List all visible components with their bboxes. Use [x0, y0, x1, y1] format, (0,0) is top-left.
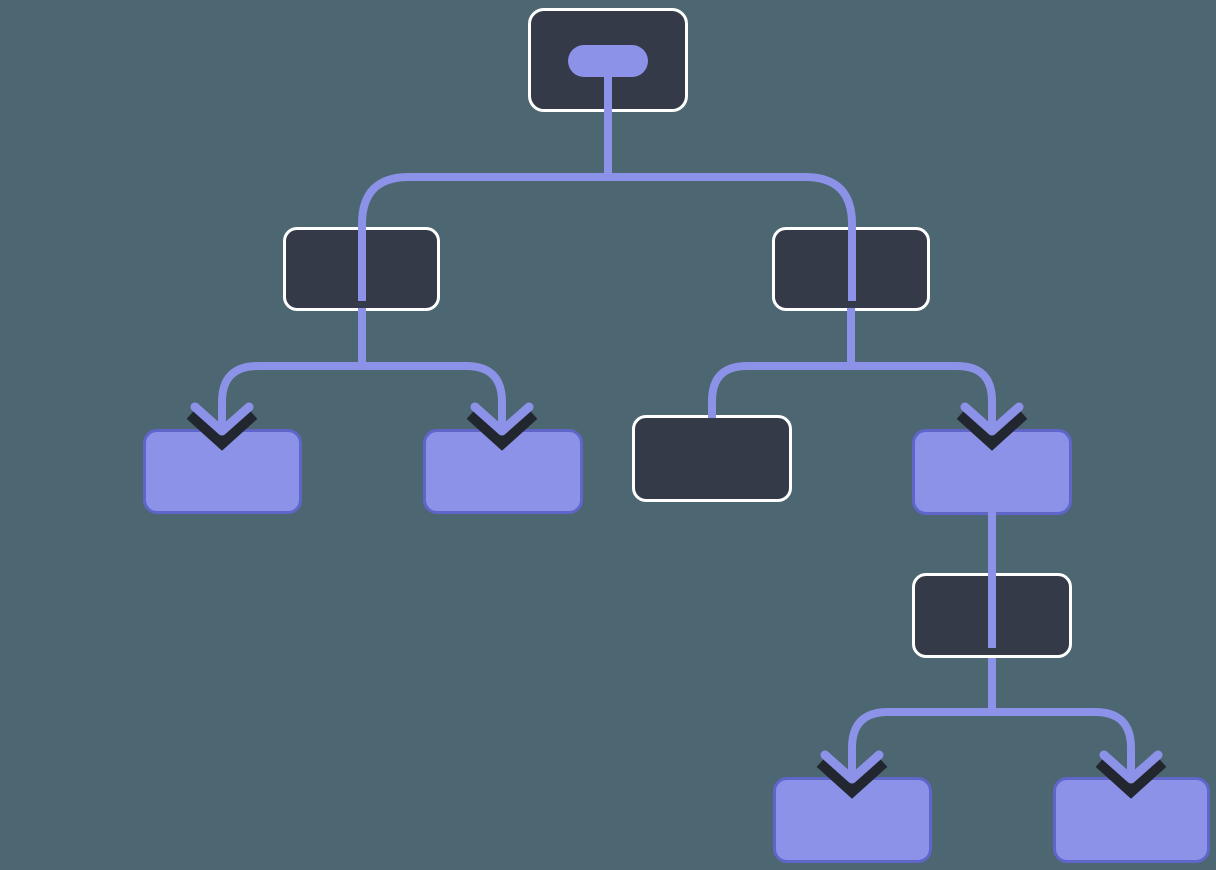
node-operator-bottom — [912, 573, 1072, 658]
node-leaf-c — [632, 415, 792, 502]
node-leaf-e — [773, 777, 932, 863]
node-leaf-d — [912, 429, 1072, 515]
root-pill-icon — [568, 45, 648, 77]
node-leaf-f — [1053, 777, 1210, 863]
node-leaf-a — [143, 429, 302, 514]
node-leaf-b — [423, 429, 583, 514]
wire-bottom-split — [848, 708, 1135, 775]
node-operator-right — [772, 227, 930, 311]
wire-left-split — [218, 362, 506, 427]
node-operator-left — [283, 227, 440, 311]
node-root — [528, 8, 688, 112]
